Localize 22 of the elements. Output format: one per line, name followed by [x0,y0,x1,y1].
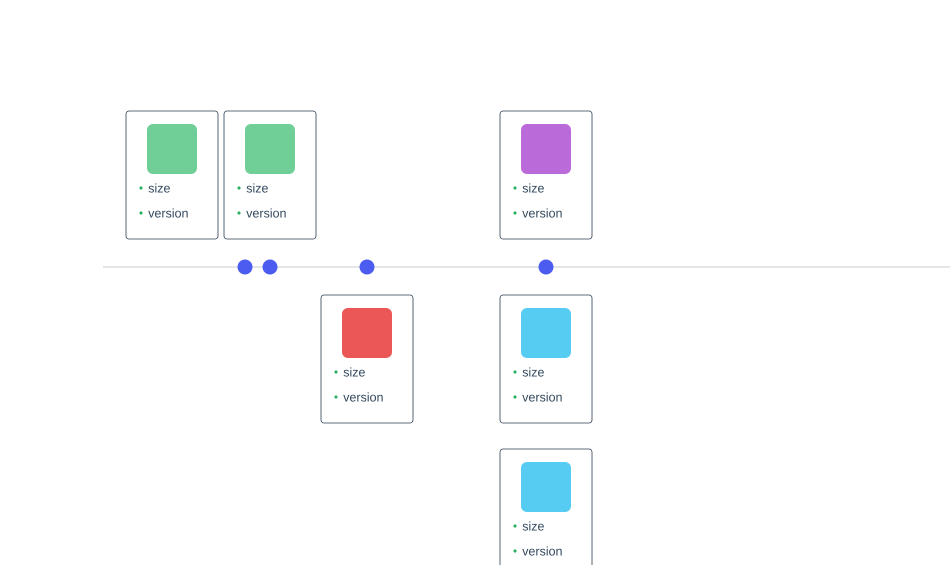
timeline-dot [538,260,554,274]
list-item: size [522,367,544,377]
list-item: version [148,208,188,218]
card [500,294,592,424]
list-item: size [522,521,544,531]
list-item: size [148,183,170,193]
list-item: version [522,546,562,556]
list-item: version [522,208,562,218]
list-item: version [246,208,286,218]
list-item: size [246,183,268,193]
list-item: version [343,392,383,402]
timeline-dot [238,260,252,274]
card [320,294,414,424]
card [500,110,592,240]
list-item: size [344,367,365,377]
timeline-dot [262,260,278,274]
list-item: size [522,183,544,193]
card [224,110,316,240]
card [500,448,592,565]
card [126,110,218,240]
list-item: version [522,392,562,402]
timeline-dot [360,260,374,274]
